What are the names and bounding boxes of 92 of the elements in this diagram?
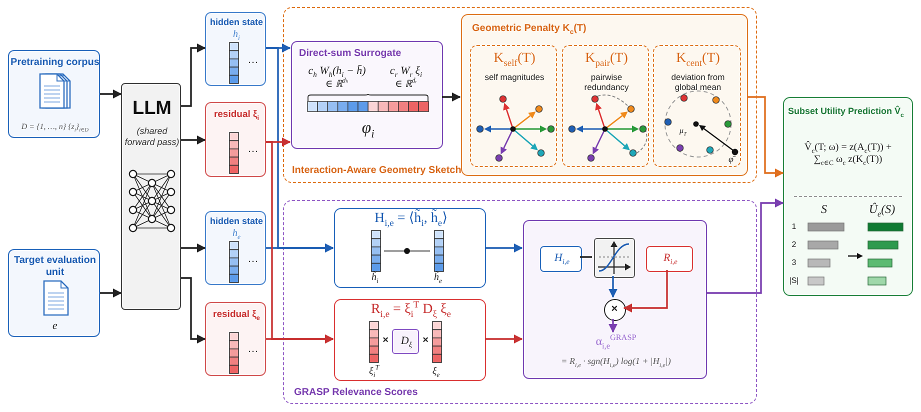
model-note: (shared forward pass) [124, 126, 180, 148]
box-title: residual ξ$_{i}$ [212, 109, 260, 120]
arrow [181, 277, 206, 344]
arrow [608, 276, 618, 298]
formula-text: H$_{i,e}$ = ⟨h̃$_{i}$, h̃$_{e}$⟩ [373, 211, 449, 228]
ellipsis-text: … [246, 343, 260, 356]
dashed-group-frame [283, 7, 757, 183]
box-title: Direct-sum Surrogate [299, 48, 402, 60]
column-header: Û$_{e}$(S) [868, 202, 896, 216]
dashed-panel [653, 45, 741, 167]
input-card [8, 50, 100, 138]
operator-symbol: × [422, 335, 430, 347]
dashed-panel [470, 45, 557, 167]
box-title: hidden state [208, 17, 264, 28]
vector-label: φ$_{i}$ [360, 118, 376, 138]
formula-text: K$_{pair}$(T) [584, 51, 629, 68]
arrow [623, 270, 668, 312]
arrow [485, 334, 523, 344]
matrix-box [392, 329, 419, 354]
row-number: 1 [790, 222, 798, 232]
panel-caption: pairwise redundancy [583, 72, 630, 92]
matrix-label: D$_{ξ}$ [400, 335, 414, 348]
vector-label: h̃$_{i}$ [370, 272, 380, 284]
ellipsis-text: … [246, 143, 260, 156]
value-box [540, 246, 582, 272]
model-box [121, 83, 181, 310]
formula-box [334, 299, 486, 381]
operator-symbol: × [382, 335, 390, 347]
point-label: φ̄ [724, 154, 738, 165]
vector-card [205, 102, 266, 177]
arrow [100, 288, 122, 298]
arrow [485, 244, 523, 252]
vector-card [205, 12, 266, 86]
box-title: Target evaluation unit [12, 255, 98, 279]
row-number: 3 [790, 258, 798, 268]
dashed-panel [562, 45, 649, 167]
formula-text: R$_{i,e}$ = ξ$_{i}$$^{T}$ D$_{ξ}$ ξ$_{e}$ [370, 302, 452, 319]
formula-text: D = {1, …, n} {z$_{i}$}$_{i∈D}$ [20, 122, 90, 132]
arrow [706, 198, 784, 294]
group-label: Interaction-Aware Geometry Sketch [292, 165, 462, 177]
box-title: residual ξ$_{e}$ [212, 309, 261, 320]
formula-text: c$_{r}$ W$_{r}$ ξ$_{i}$ [388, 65, 424, 78]
formula-text: K$_{self}$(T) [492, 51, 536, 68]
row-number: |S| [788, 276, 800, 286]
value-label: R$_{i,e}$ [662, 252, 678, 266]
ellipsis-text: … [246, 253, 260, 266]
group-label: GRASP Relevance Scores [294, 387, 419, 399]
multiply-circle [604, 299, 626, 321]
vector-card [205, 211, 266, 285]
formula-text: V̂$_{c}$(T; ω) = z(A$_{c}$(T)) + ∑$_{c∈C}$ ω$_{c}$ z(K$_{c}$(T)) [803, 142, 893, 166]
panel-caption: deviation from global mean [670, 72, 726, 92]
arrow [181, 244, 206, 252]
arrow [181, 44, 206, 107]
arrow [100, 90, 122, 98]
vector-label: ξ$_{e}$ [431, 366, 441, 378]
arrow [442, 92, 461, 102]
process-box [523, 220, 707, 379]
arrow [747, 96, 784, 178]
arrow [181, 136, 206, 144]
process-box [291, 41, 443, 149]
output-panel [783, 97, 913, 296]
box-title: hidden state [208, 216, 264, 227]
point-label: μ$_{T}$ [678, 126, 688, 136]
variable-label: e [52, 320, 58, 334]
dashed-group-frame [283, 200, 757, 404]
formula-text: ∈ ℝ$^{dᵣ}$ [394, 79, 418, 91]
variable-label: h$_{e}$ [231, 228, 242, 240]
panel-box [461, 14, 748, 176]
panel-title: Subset Utility Prediction V̂$_{c}$ [788, 106, 905, 117]
value-box [646, 246, 693, 272]
ellipsis-text: … [246, 54, 260, 68]
panel-caption: self magnitudes [484, 72, 546, 82]
formula-text: c$_{h}$ W$_{h}$(h$_{i}$ − h̄) [307, 65, 367, 78]
panel-title: Geometric Penalty K$_{c}$(T) [472, 23, 588, 35]
value-label: H$_{i,e}$ [553, 252, 571, 266]
operator-symbol: × [610, 303, 619, 316]
arrow [608, 319, 618, 333]
variable-label: h$_{i}$ [232, 29, 241, 41]
vector-label: h̃$_{e}$ [432, 272, 444, 284]
column-header: S [820, 202, 828, 216]
vector-card [205, 302, 266, 376]
row-number: 2 [790, 240, 798, 250]
arrow [266, 334, 334, 344]
formula-text: K$_{cent}$(T) [675, 51, 721, 68]
formula-box [334, 208, 486, 288]
input-card [8, 249, 100, 337]
formula-text: ∈ ℝ$^{dₕ}$ [324, 79, 350, 91]
connector-line [580, 256, 592, 258]
model-title: LLM [131, 98, 173, 121]
box-title: Pretraining corpus [10, 57, 100, 69]
formula-text: = R$_{i,e}$ · sgn(H$_{i,e}$) log(1 + |H$_{i,e}$|) [560, 356, 672, 367]
arrow [266, 244, 334, 252]
